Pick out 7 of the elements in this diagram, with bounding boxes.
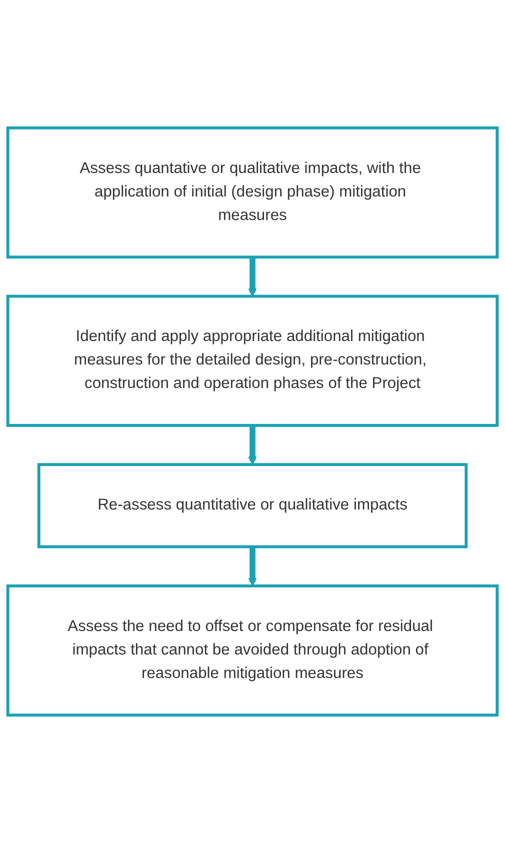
arrow [248, 425, 257, 465]
arrow [248, 257, 257, 297]
node-box: Re-assess quantitative or qualitative impacts [37, 463, 468, 548]
node-box: Assess the need to offset or compensate for residual impacts that cannot be avoided through adoption of reasonable mitigation measures [6, 584, 499, 717]
node-box: Assess quantative or qualitative impacts, with the application of initial (design phase) mitigation measures [6, 126, 499, 259]
node-box: Identify and apply appropriate additional mitigation measures for the detailed design, pre-construction, construction and operation phases of the Project [6, 294, 499, 427]
arrow [248, 546, 257, 586]
